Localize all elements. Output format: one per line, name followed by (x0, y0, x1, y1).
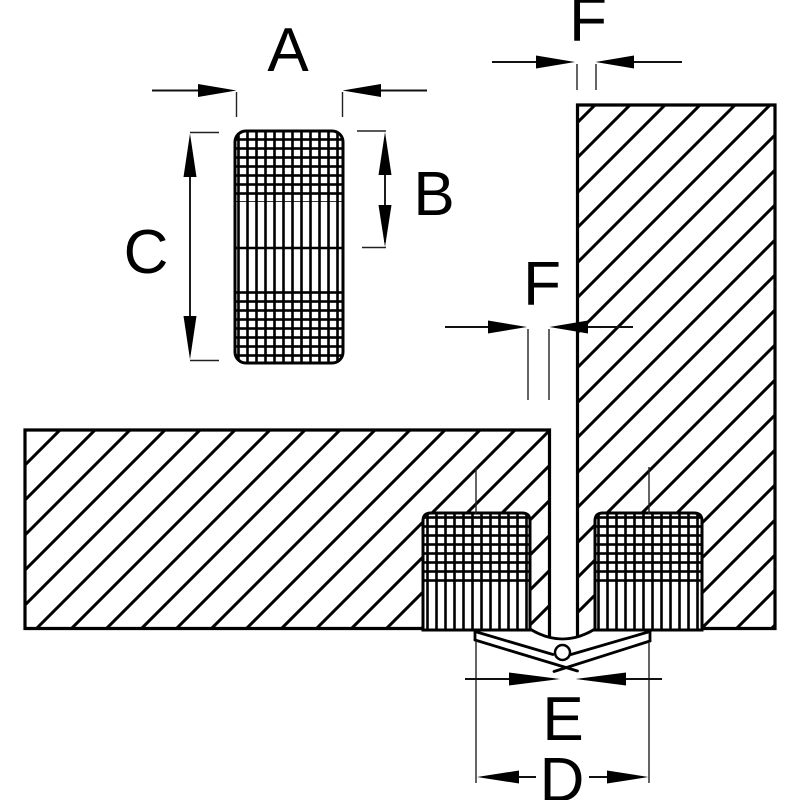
cover-strip-lower-right-edge (552, 639, 652, 673)
seal-insert-left-outline (421, 511, 532, 632)
dim-B: B (357, 130, 455, 249)
arrowhead-left-icon (549, 320, 588, 334)
seal-profile-hmesh-top (235, 131, 343, 202)
right-panel-outline (575, 103, 777, 638)
seal-profile-hmesh-bottom (235, 288, 343, 363)
cover-strip (473, 627, 652, 673)
arrowhead-down-icon (183, 316, 197, 360)
seal-insert-right (593, 511, 704, 632)
dim-label-B: B (413, 160, 454, 229)
seal-profile-section (233, 129, 345, 365)
dim-label-E: E (542, 685, 583, 754)
arrowhead-up-icon (378, 132, 392, 175)
arrowhead-right-icon (198, 84, 237, 97)
fastener-hole-icon (553, 643, 572, 662)
seal-insert-left-hmesh (423, 513, 530, 588)
arrowhead-left-icon (595, 55, 634, 69)
dim-C: C (124, 131, 219, 362)
arrowhead-up-icon (183, 133, 197, 177)
arrowhead-down-icon (378, 205, 392, 247)
cover-strip-upper-right-edge (569, 630, 652, 656)
cover-strip-lower-left-edge (473, 638, 579, 673)
arrowhead-left-icon (575, 672, 626, 686)
dim-label-A: A (267, 16, 309, 85)
arrowhead-right-icon (488, 320, 527, 334)
seal-profile-outline (233, 129, 345, 365)
seal-insert-right-outline (593, 511, 704, 632)
seal-insert-right-hmesh (595, 513, 702, 588)
dim-D-extensions (475, 467, 650, 783)
dim-label-D: D (540, 746, 585, 800)
dim-A: A (152, 16, 427, 117)
seal-insert-left (421, 511, 532, 632)
arrowhead-right-icon (536, 55, 575, 69)
dim-E: E (465, 672, 662, 754)
cover-strip-upper-left-edge (473, 630, 555, 656)
arrowhead-right-icon (607, 770, 649, 784)
arrowhead-right-icon (509, 672, 560, 686)
dim-F-top: F (492, 0, 682, 90)
joint-gap-arc (529, 627, 596, 641)
dim-label-F-top: F (569, 0, 607, 55)
arrowhead-left-icon (477, 770, 519, 784)
dim-label-C: C (124, 218, 169, 287)
dim-F-mid: F (445, 250, 633, 400)
arrowhead-left-icon (342, 84, 381, 97)
dim-D: D (477, 746, 649, 800)
left-panel-outline (23, 428, 552, 637)
dim-label-F-mid: F (523, 250, 561, 319)
